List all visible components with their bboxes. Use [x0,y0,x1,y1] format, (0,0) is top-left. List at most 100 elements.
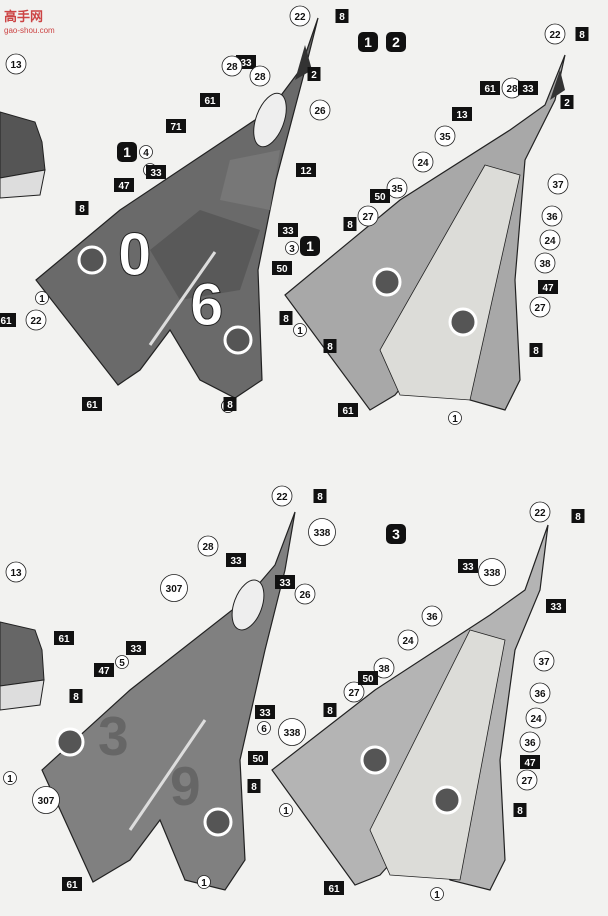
callout-label: 22 [30,316,42,327]
callout-tr-10: 35 [386,177,408,199]
callout-tr-19: 1 [293,323,307,337]
callout-tr-9: 37 [547,173,569,195]
callout-tr-5: 33 [518,81,538,95]
callout-label: 8 [327,706,333,717]
callout-label: 8 [533,346,539,357]
callout-br-9: 27 [343,681,365,703]
roundel-lower-right [448,307,478,337]
callout-label: 61 [484,84,496,95]
callout-label: 35 [391,184,403,195]
callout-label: 50 [276,264,288,275]
callout-label: 22 [534,508,546,519]
callout-bl-2: 338 [308,518,336,546]
callout-label: 8 [517,806,523,817]
callout-tr-20: 8 [323,339,337,353]
callout-label: 24 [402,636,414,647]
badge-tl-1: 1 [123,144,131,160]
callout-label: 307 [38,796,55,807]
roundel-lower-left-2 [360,745,390,775]
callout-br-10: 50 [358,671,378,685]
callout-br-19: 8 [513,803,527,817]
callout-label: 61 [328,884,340,895]
callout-br-17: 27 [516,769,538,791]
callout-bl-0: 22 [271,485,293,507]
callout-br-4: 33 [546,599,566,613]
callout-bl-21: 61 [54,631,74,645]
callout-label: 28 [226,62,238,73]
callout-tr-2: 2 [560,95,574,109]
callout-label: 1 [297,326,303,337]
callout-label: 26 [314,106,326,117]
callout-label: 307 [166,584,183,595]
callout-label: 36 [546,212,558,223]
callout-bl-14: 50 [248,751,268,765]
callout-label: 47 [542,283,554,294]
side-number-9: 9 [170,755,201,817]
callout-label: 33 [130,644,142,655]
callout-tl-17: 1 [35,291,49,305]
callout-label: 8 [579,30,585,41]
callout-tl-10: 4 [139,145,153,159]
callout-label: 8 [327,342,333,353]
callout-br-3: 338 [478,558,506,586]
callout-tr-1: 8 [575,27,589,41]
callout-label: 50 [374,192,386,203]
callout-tr-7: 35 [434,125,456,147]
aircraft-bottom-right [271,524,549,891]
callout-label: 33 [462,562,474,573]
callout-label: 2 [311,70,317,81]
callout-label: 33 [230,556,242,567]
roundel-left-wing-2 [55,727,85,757]
callout-tl-3: 28 [249,65,271,87]
callout-bl-7: 26 [294,583,316,605]
callout-label: 61 [58,634,70,645]
side-view-partial-top [0,111,46,199]
callout-tr-23: 1 [448,411,462,425]
callout-label: 37 [552,180,564,191]
callout-label: 1 [434,890,440,901]
callout-label: 28 [506,84,518,95]
callout-br-16: 47 [520,755,540,769]
callout-label: 33 [259,708,271,719]
badge-tl-1b: 1 [306,238,314,254]
callout-label: 13 [456,110,468,121]
callout-label: 33 [279,578,291,589]
callout-label: 28 [202,542,214,553]
callout-label: 71 [170,122,182,133]
callout-tr-11: 50 [370,189,390,203]
roundel-right-wing [223,325,253,355]
callout-br-13: 24 [525,707,547,729]
callout-bl-3: 28 [197,535,219,557]
scheme-badges: 1 1 1 2 3 [117,32,406,544]
callout-bl-18: 61 [62,877,82,891]
callout-label: 12 [300,166,312,177]
callout-label: 13 [10,568,22,579]
callout-br-12: 8 [323,703,337,717]
callout-tl-19: 8 [279,311,293,325]
callout-label: 37 [538,657,550,668]
callout-br-8: 38 [373,657,395,679]
callout-label: 338 [484,568,501,579]
badge-tr-1: 1 [364,34,372,50]
side-number-3: 3 [98,705,129,767]
callout-label: 47 [524,758,536,769]
callout-label: 1 [39,294,45,305]
callout-label: 1 [201,878,207,889]
callout-tr-22: 61 [338,403,358,417]
callout-br-1: 8 [571,509,585,523]
callout-label: 50 [252,754,264,765]
callout-label: 8 [575,512,581,523]
callout-label: 24 [544,236,556,247]
callout-bl-1: 8 [313,489,327,503]
callout-bl-11: 8 [69,689,83,703]
callout-tl-24: 61 [0,313,16,327]
callout-br-18: 1 [279,803,293,817]
callout-label: 33 [150,168,162,179]
badge-tr-2: 2 [392,34,400,50]
callout-tl-7: 26 [309,99,331,121]
callout-label: 33 [282,226,294,237]
roundel-left-wing [77,245,107,275]
callout-tl-16: 3 [285,241,299,255]
callout-label: 36 [534,689,546,700]
callout-tl-14: 8 [75,201,89,215]
